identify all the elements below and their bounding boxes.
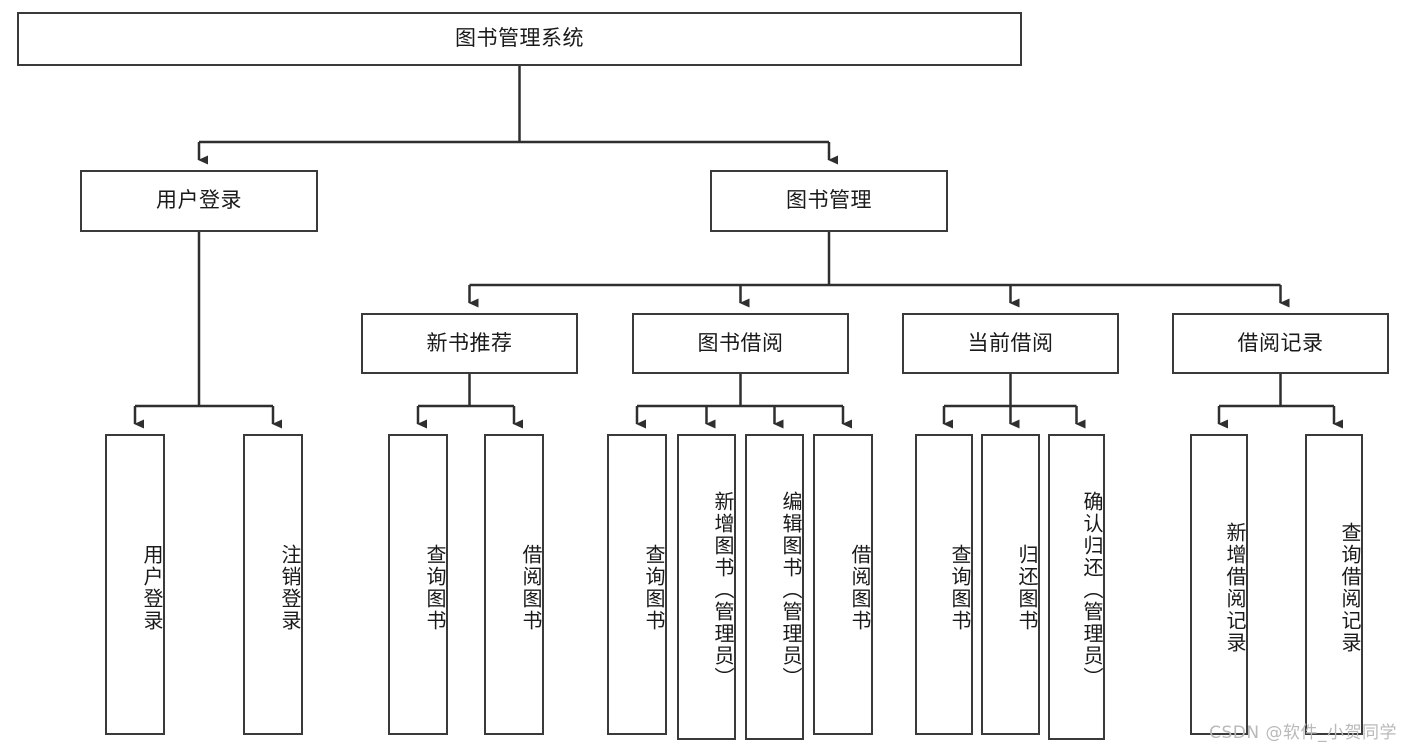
leaf-node-leaf-return-book: 归还图书 <box>981 434 1040 735</box>
node-label: 查询图书 <box>423 543 447 632</box>
node-label: 查询图书 <box>642 543 666 632</box>
connector-bus <box>944 374 1077 408</box>
connector-bus <box>199 66 829 144</box>
node-label: 图书管理系统 <box>455 26 584 51</box>
node-user-login: 用户登录 <box>80 170 318 232</box>
node-book-borrow: 图书借阅 <box>632 313 849 374</box>
leaf-node-leaf-query-book-3: 查询图书 <box>915 434 973 735</box>
leaf-node-leaf-confirm-return: 确认归还（管理员） <box>1048 434 1105 740</box>
root-node-root: 图书管理系统 <box>17 12 1022 66</box>
csdn-watermark: CSDN @软件_小贺同学 <box>1209 723 1397 743</box>
node-label: 编辑图书（管理员） <box>779 491 803 689</box>
node-label: 新增图书（管理员） <box>711 491 735 689</box>
leaf-node-leaf-borrow-book-1: 借阅图书 <box>484 434 544 735</box>
node-label: 查询借阅记录 <box>1338 521 1362 654</box>
connector-bus <box>637 374 843 408</box>
node-label: 图书借阅 <box>697 330 784 355</box>
node-label: 确认归还（管理员） <box>1080 491 1104 689</box>
leaf-node-leaf-add-record: 新增借阅记录 <box>1190 434 1248 735</box>
leaf-node-leaf-logout: 注销登录 <box>243 434 303 735</box>
node-label: 用户登录 <box>156 188 242 213</box>
leaf-node-leaf-borrow-book-2: 借阅图书 <box>813 434 873 735</box>
node-label: 当前借阅 <box>967 330 1054 355</box>
leaf-node-leaf-query-book-1: 查询图书 <box>388 434 448 735</box>
leaf-node-leaf-edit-book: 编辑图书（管理员） <box>745 434 804 740</box>
node-label: 借阅图书 <box>519 543 543 632</box>
node-label: 借阅图书 <box>848 543 872 632</box>
node-current-borrow: 当前借阅 <box>902 313 1119 374</box>
connector-bus <box>418 374 514 408</box>
leaf-node-leaf-user-login: 用户登录 <box>105 434 165 735</box>
leaf-node-leaf-query-book-2: 查询图书 <box>607 434 667 735</box>
node-label: 查询图书 <box>948 543 972 632</box>
node-label: 新增借阅记录 <box>1223 521 1247 654</box>
node-label: 图书管理 <box>786 188 872 213</box>
node-label: 新书推荐 <box>426 330 513 355</box>
node-label: 用户登录 <box>140 543 164 632</box>
node-label: 注销登录 <box>278 543 302 632</box>
node-label: 借阅记录 <box>1237 330 1324 355</box>
node-label: 归还图书 <box>1015 543 1039 632</box>
connector-bus <box>135 232 273 408</box>
connector-bus <box>469 232 1281 287</box>
leaf-node-leaf-query-record: 查询借阅记录 <box>1305 434 1363 735</box>
node-book-manage: 图书管理 <box>710 170 948 232</box>
node-new-book-recommend: 新书推荐 <box>361 313 578 374</box>
leaf-node-leaf-add-book: 新增图书（管理员） <box>677 434 736 740</box>
node-borrow-record: 借阅记录 <box>1172 313 1389 374</box>
connector-bus <box>1219 374 1334 408</box>
